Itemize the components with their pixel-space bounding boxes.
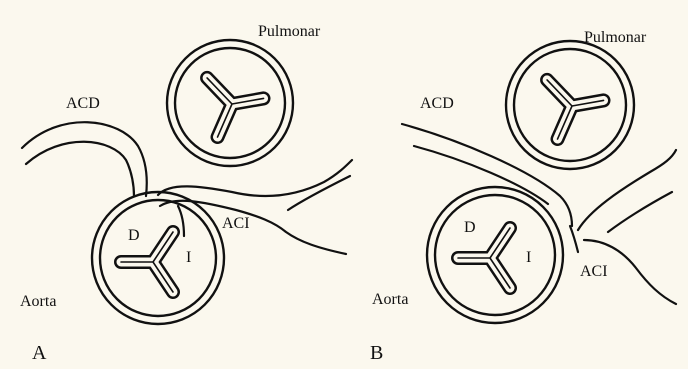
label-pulmonar-a: Pulmonar [258,23,321,40]
pulmonary-valve-b [506,41,634,169]
label-i-a: I [186,249,191,266]
aortic-valve-a [92,192,224,324]
aortic-valve-b [427,187,563,323]
right-coronary-artery-a [22,122,147,196]
label-acd-b: ACD [420,95,454,112]
panel-letter-b: B [370,342,383,364]
left-coronary-artery-b [570,150,676,304]
label-d-b: D [464,219,476,236]
panel-a: Pulmonar ACD ACI D I Aorta A [20,23,352,364]
label-d-a: D [128,227,140,244]
label-i-b: I [526,249,531,266]
label-aorta-a: Aorta [20,293,56,310]
label-aci-b: ACI [580,263,608,280]
label-acd-a: ACD [66,95,100,112]
label-aorta-b: Aorta [372,291,408,308]
panel-b: Pulmonar ACD ACI D I Aorta B [370,29,676,364]
panel-letter-a: A [32,342,47,364]
pulmonary-valve-a [167,40,293,166]
label-aci-a: ACI [222,215,250,232]
label-pulmonar-b: Pulmonar [584,29,647,46]
